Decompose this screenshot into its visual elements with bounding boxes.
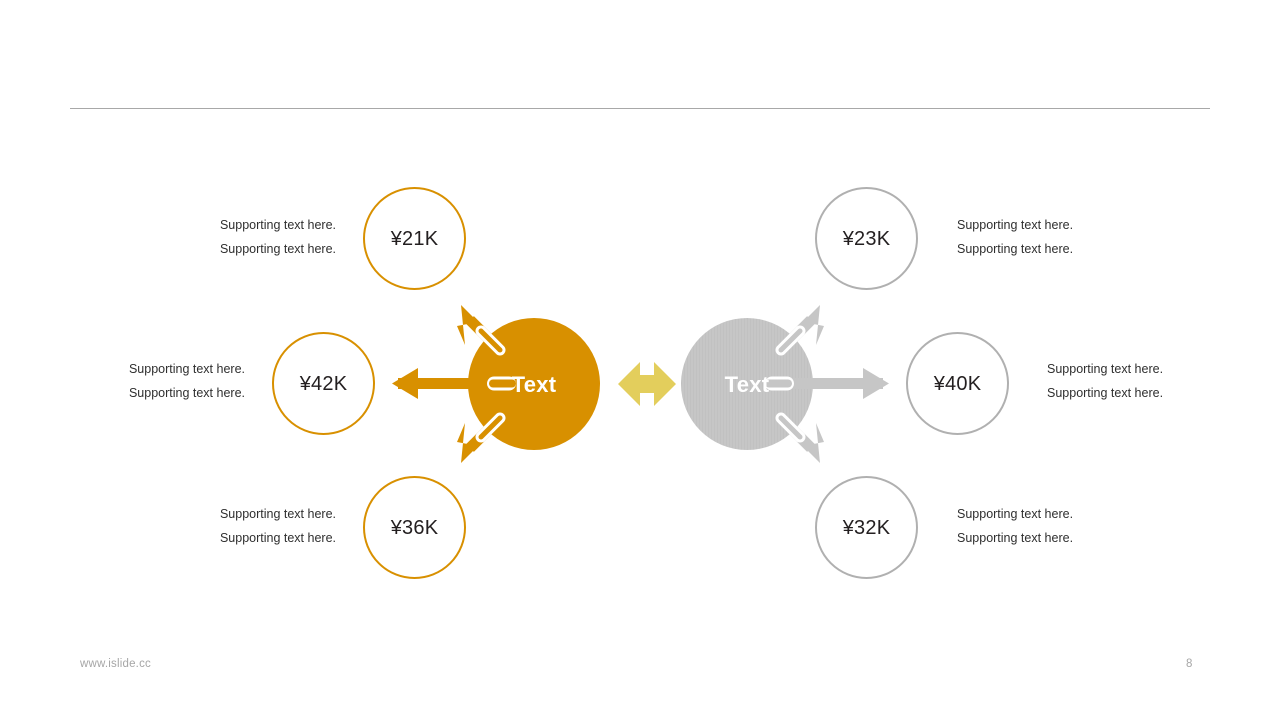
footer-url[interactable]: www.islide.cc <box>80 658 151 670</box>
value-text: ¥40K <box>933 372 982 395</box>
header-divider <box>70 108 1210 109</box>
arrow-down-left <box>457 412 506 463</box>
support-line: Supporting text here. <box>957 218 1074 232</box>
value-circle-bottom-right[interactable]: ¥32K <box>815 476 918 579</box>
support-text-middle-left: Supporting text here. Supporting text he… <box>65 357 245 405</box>
support-line: Supporting text here. <box>957 531 1074 545</box>
footer-page-number: 8 <box>1186 658 1193 670</box>
hub-label-right: Text <box>724 372 770 397</box>
value-text: ¥36K <box>390 516 439 539</box>
support-text-bottom-right: Supporting text here. Supporting text he… <box>957 502 1157 550</box>
support-text-middle-right: Supporting text here. Supporting text he… <box>1047 357 1247 405</box>
support-line: Supporting text here. <box>957 242 1074 256</box>
hub-label-left: Text <box>511 372 557 397</box>
arrow-right <box>765 368 889 399</box>
support-line: Supporting text here. <box>219 218 336 232</box>
value-text: ¥23K <box>842 227 891 250</box>
value-circle-top-right[interactable]: ¥23K <box>815 187 918 290</box>
support-line: Supporting text here. <box>219 507 336 521</box>
support-line: Supporting text here. <box>957 507 1074 521</box>
arrow-left <box>392 368 516 399</box>
value-circle-top-left[interactable]: ¥21K <box>363 187 466 290</box>
value-text: ¥42K <box>299 372 348 395</box>
support-text-top-left: Supporting text here. Supporting text he… <box>156 213 336 261</box>
support-line: Supporting text here. <box>219 531 336 545</box>
arrow-up-right <box>775 305 824 356</box>
support-line: Supporting text here. <box>219 242 336 256</box>
value-circle-middle-left[interactable]: ¥42K <box>272 332 375 435</box>
support-line: Supporting text here. <box>1047 362 1164 376</box>
value-circle-bottom-left[interactable]: ¥36K <box>363 476 466 579</box>
double-arrow-horizontal-icon <box>618 362 676 406</box>
support-line: Supporting text here. <box>1047 386 1164 400</box>
support-text-bottom-left: Supporting text here. Supporting text he… <box>156 502 336 550</box>
value-circle-middle-right[interactable]: ¥40K <box>906 332 1009 435</box>
value-text: ¥21K <box>390 227 439 250</box>
support-line: Supporting text here. <box>128 362 245 376</box>
arrow-up-left <box>457 305 506 356</box>
value-text: ¥32K <box>842 516 891 539</box>
support-line: Supporting text here. <box>128 386 245 400</box>
support-text-top-right: Supporting text here. Supporting text he… <box>957 213 1157 261</box>
arrow-down-right <box>775 412 824 463</box>
